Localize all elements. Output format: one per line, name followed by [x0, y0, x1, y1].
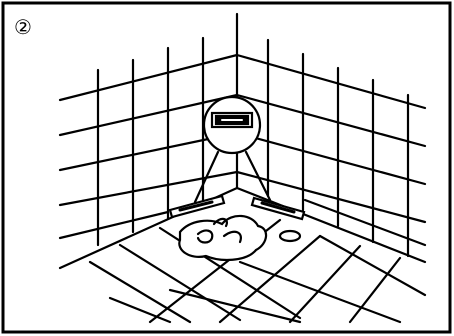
floor-right-edge [237, 188, 425, 262]
water-puddle-icon [179, 216, 300, 260]
right-cliff-sensor-icon [252, 198, 304, 219]
magnified-sensor-icon [195, 97, 270, 202]
right-wall-grid-icon [237, 40, 425, 256]
step-number: ② [14, 15, 32, 39]
